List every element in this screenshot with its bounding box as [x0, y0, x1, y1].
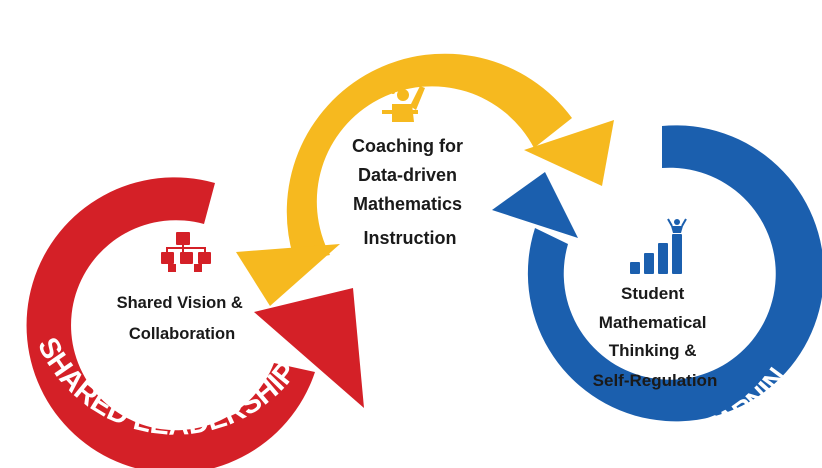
- continuous-improvement-description: Coaching for Data-driven Mathematics Ins…: [352, 136, 468, 248]
- student-learning-description: Student Mathematical Thinking & Self-Reg…: [593, 284, 718, 390]
- shared-leadership-ring: [26, 177, 315, 468]
- student-led-learning-ring: [527, 125, 822, 422]
- shared-leadership-description: Shared Vision & Collaboration: [117, 294, 248, 343]
- org-chart-icon: [161, 232, 211, 272]
- continuous-improvement-arrowhead-right: [524, 120, 614, 186]
- growth-bars-icon: [630, 218, 687, 274]
- shared-leadership-arrowhead: [254, 288, 364, 408]
- raised-hand-person-icon: [382, 80, 425, 122]
- continuous-improvement-ring: [286, 53, 572, 262]
- student-led-learning-arrowhead: [492, 172, 578, 238]
- continuous-improvement-arrowhead-left: [236, 244, 340, 306]
